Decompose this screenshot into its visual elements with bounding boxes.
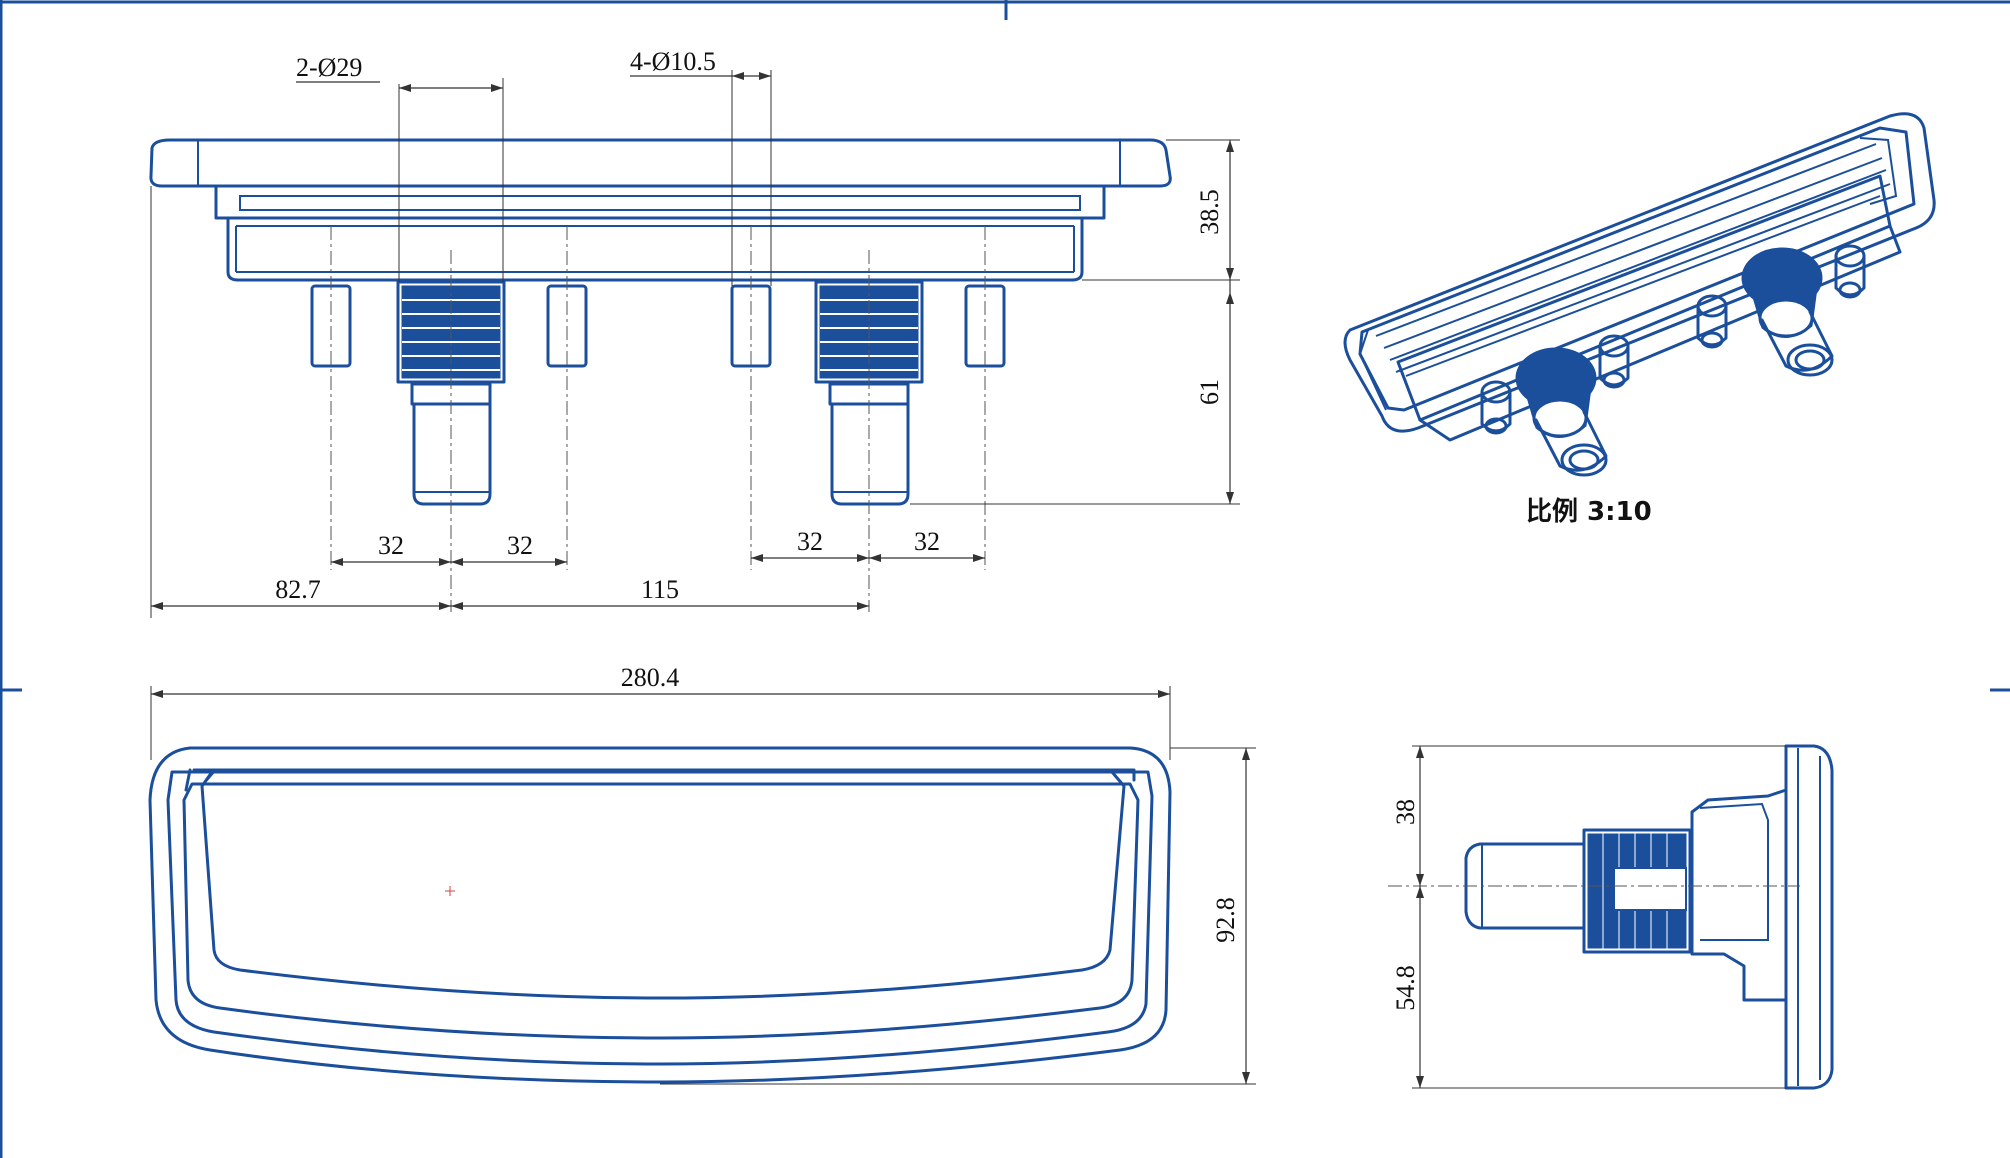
dim-115: 115 [641,575,679,604]
iso-pin-1 [1480,380,1512,435]
side-view: 38 54.8 [1388,744,1834,1090]
dim-32-b1: 32 [797,527,823,556]
iso-pin-3 [1696,294,1728,349]
dim-32-a2: 32 [507,531,533,560]
dim-32-a1: 32 [378,531,404,560]
scale-label: 比例 3:10 [1526,497,1652,527]
iso-pin-2 [1598,334,1630,389]
dim-32-b2: 32 [914,527,940,556]
dim-82-7: 82.7 [275,575,321,604]
hole-10-5-label: 4-Ø10.5 [630,47,716,76]
top-view: 280.4 92.8 [148,663,1256,1085]
iso-view: 比例 3:10 [1343,112,1936,527]
dim-38-5: 38.5 [1195,189,1224,235]
iso-pin-4 [1834,244,1866,299]
dim-61: 61 [1195,379,1224,405]
dim-92-8: 92.8 [1211,897,1240,943]
hole-29-label: 2-Ø29 [296,53,362,82]
dim-54-8: 54.8 [1391,965,1420,1011]
iso-fitting-left [1515,347,1608,477]
front-view: 2-Ø29 4-Ø10.5 38.5 61 32 32 32 [149,47,1240,618]
dim-280-4: 280.4 [621,663,680,692]
iso-fitting-right [1741,247,1834,377]
dim-38: 38 [1391,799,1420,825]
